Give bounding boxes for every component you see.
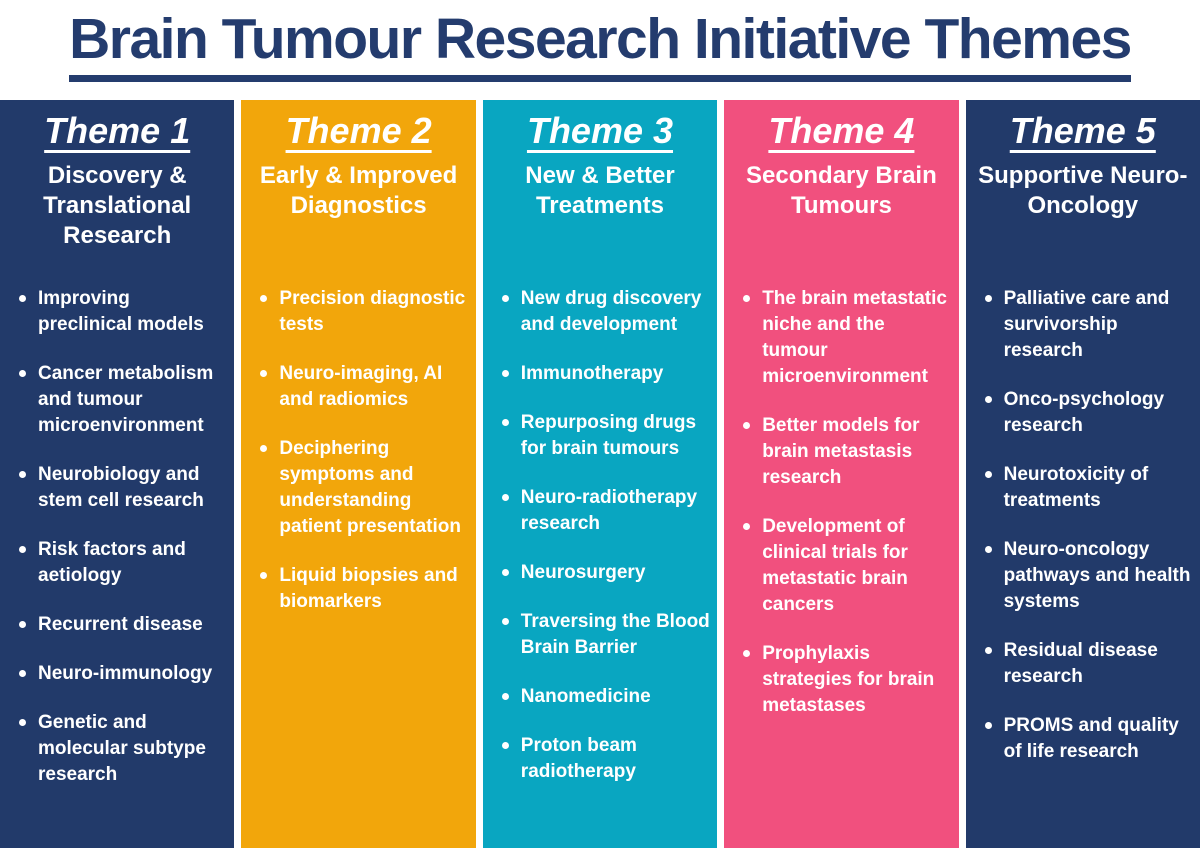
theme-topic: Prophylaxis strategies for brain metasta… — [740, 641, 952, 719]
theme-topic: Immunotherapy — [499, 361, 711, 387]
theme-1-header: Theme 1 Discovery & Translational Resear… — [4, 110, 230, 278]
theme-4-label: Theme 4 — [768, 110, 915, 151]
theme-topic: Liquid biopsies and biomarkers — [257, 563, 469, 615]
theme-5-header: Theme 5 Supportive Neuro-Oncology — [970, 110, 1196, 278]
theme-topic: Repurposing drugs for brain tumours — [499, 410, 711, 462]
theme-column-4: Theme 4 Secondary Brain Tumours The brai… — [724, 100, 959, 848]
theme-topic: Improving preclinical models — [16, 286, 228, 338]
theme-topic: Risk factors and aetiology — [16, 537, 228, 589]
theme-2-header: Theme 2 Early & Improved Diagnostics — [245, 110, 471, 278]
theme-5-label: Theme 5 — [1009, 110, 1156, 151]
theme-topic: Genetic and molecular subtype research — [16, 710, 228, 788]
theme-topic: The brain metastatic niche and the tumou… — [740, 286, 952, 390]
theme-4-topic-list: The brain metastatic niche and the tumou… — [728, 278, 954, 719]
theme-column-3: Theme 3 New & Better Treatments New drug… — [482, 100, 718, 848]
theme-1-subtitle: Discovery & Translational Research — [43, 162, 192, 250]
theme-4-subtitle: Secondary Brain Tumours — [746, 162, 937, 220]
theme-4-header: Theme 4 Secondary Brain Tumours — [728, 110, 954, 278]
theme-topic: New drug discovery and development — [499, 286, 711, 338]
theme-topic: Neuro-immunology — [16, 661, 228, 687]
theme-3-subtitle: New & Better Treatments — [525, 162, 675, 220]
theme-5-subtitle: Supportive Neuro-Oncology — [978, 162, 1188, 220]
theme-topic: Precision diagnostic tests — [257, 286, 469, 338]
poster-title: Brain Tumour Research Initiative Themes — [69, 9, 1132, 82]
theme-column-5: Theme 5 Supportive Neuro-Oncology Pallia… — [965, 100, 1200, 848]
theme-topic: Neurobiology and stem cell research — [16, 462, 228, 514]
theme-topic: Neurosurgery — [499, 560, 711, 586]
theme-topic: Deciphering symptoms and understanding p… — [257, 436, 469, 540]
theme-columns: Theme 1 Discovery & Translational Resear… — [0, 100, 1200, 848]
theme-1-label: Theme 1 — [44, 110, 191, 151]
theme-topic: Better models for brain metastasis resea… — [740, 413, 952, 491]
theme-topic: Proton beam radiotherapy — [499, 733, 711, 785]
theme-topic: Development of clinical trials for metas… — [740, 514, 952, 618]
theme-topic: Neuro-radiotherapy research — [499, 485, 711, 537]
theme-5-topic-list: Palliative care and survivorship researc… — [970, 278, 1196, 765]
theme-topic: Recurrent disease — [16, 612, 228, 638]
theme-3-topic-list: New drug discovery and development Immun… — [487, 278, 713, 785]
theme-column-2: Theme 2 Early & Improved Diagnostics Pre… — [241, 100, 476, 848]
theme-1-topic-list: Improving preclinical models Cancer meta… — [4, 278, 230, 788]
theme-3-header: Theme 3 New & Better Treatments — [487, 110, 713, 278]
theme-topic: PROMS and quality of life research — [982, 713, 1194, 765]
theme-topic: Neurotoxicity of treatments — [982, 462, 1194, 514]
theme-topic: Traversing the Blood Brain Barrier — [499, 609, 711, 661]
theme-topic: Residual disease research — [982, 638, 1194, 690]
theme-topic: Nanomedicine — [499, 684, 711, 710]
theme-2-label: Theme 2 — [285, 110, 432, 151]
theme-column-1: Theme 1 Discovery & Translational Resear… — [0, 100, 235, 848]
theme-topic: Cancer metabolism and tumour microenviro… — [16, 361, 228, 439]
theme-topic: Onco-psychology research — [982, 387, 1194, 439]
theme-topic: Neuro-oncology pathways and health syste… — [982, 537, 1194, 615]
theme-2-topic-list: Precision diagnostic tests Neuro-imaging… — [245, 278, 471, 615]
theme-topic: Neuro-imaging, AI and radiomics — [257, 361, 469, 413]
theme-topic: Palliative care and survivorship researc… — [982, 286, 1194, 364]
theme-2-subtitle: Early & Improved Diagnostics — [259, 162, 458, 220]
theme-3-label: Theme 3 — [526, 110, 674, 151]
title-bar: Brain Tumour Research Initiative Themes — [0, 0, 1200, 100]
